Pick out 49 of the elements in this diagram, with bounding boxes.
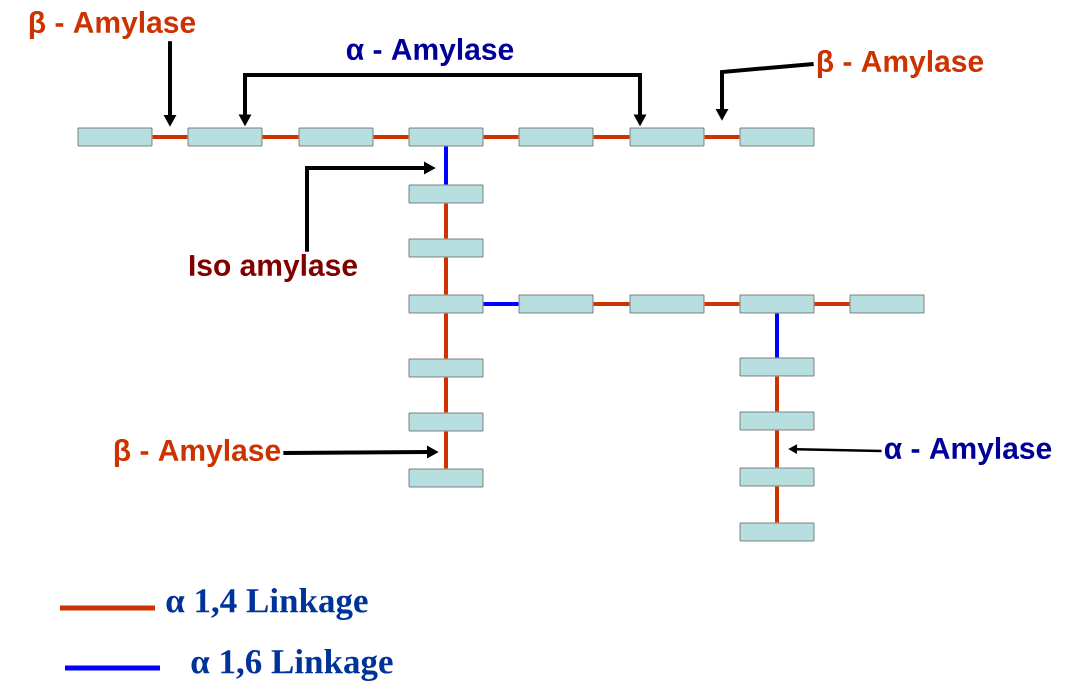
glucose-box: [629, 294, 705, 314]
linkage-line: [593, 302, 630, 306]
glucose-box: [739, 522, 815, 542]
glucose-box: [629, 127, 705, 147]
glucose-box: [739, 357, 815, 377]
glucose-box: [408, 184, 484, 204]
linkage-line: [775, 486, 779, 523]
linkage-line: [262, 135, 299, 139]
linkage-line: [775, 313, 779, 358]
linkage-line: [152, 135, 188, 139]
glucose-box: [518, 127, 594, 147]
linkage-line: [444, 257, 448, 295]
glucose-box: [408, 127, 484, 147]
enzyme-label: α - Amylase: [346, 38, 514, 66]
glucose-box: [518, 294, 594, 314]
glucose-box: [739, 127, 815, 147]
linkage-line: [444, 203, 448, 239]
linkage-line: [814, 302, 850, 306]
glucose-box: [298, 127, 374, 147]
legend-label: α 1,6 Linkage: [191, 649, 393, 681]
glucose-box: [739, 411, 815, 431]
glucose-box: [739, 294, 815, 314]
enzyme-label: β - Amylase: [114, 439, 281, 467]
glucose-box: [849, 294, 925, 314]
linkage-line: [704, 302, 740, 306]
enzyme-label: β - Amylase: [29, 11, 196, 39]
glucose-box: [408, 294, 484, 314]
linkage-line: [373, 135, 409, 139]
linkage-line: [444, 377, 448, 413]
linkage-line: [593, 135, 630, 139]
linkage-line: [483, 302, 519, 306]
linkage-line: [775, 376, 779, 412]
enzyme-label: α - Amylase: [884, 437, 1052, 465]
glucose-box: [77, 127, 153, 147]
linkage-line: [444, 146, 448, 185]
glucose-box: [408, 412, 484, 432]
glucose-box: [739, 467, 815, 487]
glucose-box: [408, 468, 484, 488]
glucose-box: [187, 127, 263, 147]
enzyme-label: Iso amylase: [189, 254, 357, 282]
linkage-line: [704, 135, 740, 139]
enzyme-label: β - Amylase: [817, 50, 984, 78]
linkage-line: [775, 430, 779, 468]
glucose-box: [408, 238, 484, 258]
legend-label: α 1,4 Linkage: [166, 588, 368, 620]
linkage-line: [444, 313, 448, 359]
linkage-line: [483, 135, 519, 139]
linkage-line: [444, 431, 448, 469]
glucose-box: [408, 358, 484, 378]
